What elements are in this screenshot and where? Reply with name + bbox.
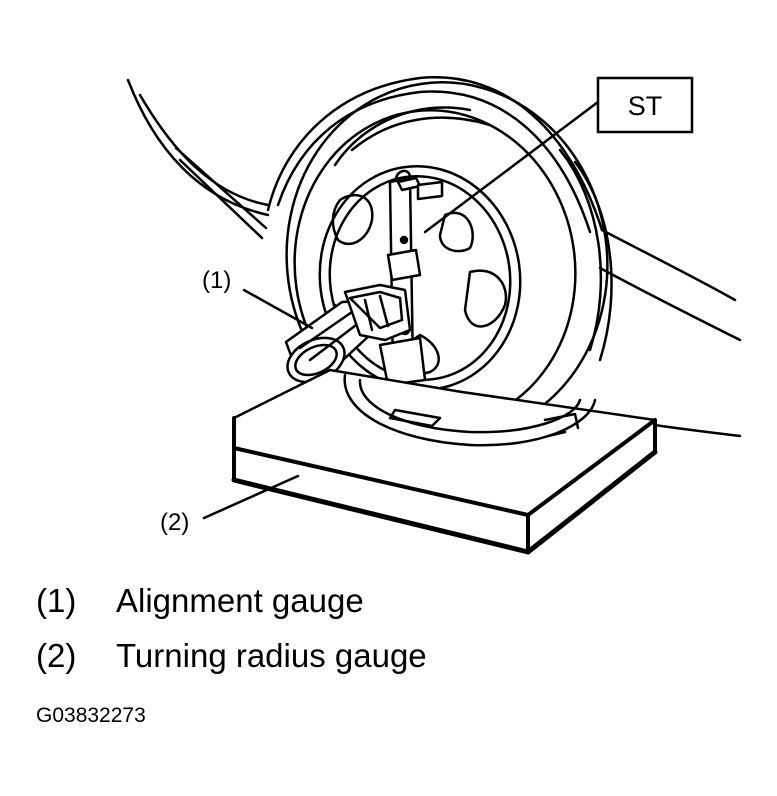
car-body <box>126 76 742 438</box>
legend-item-alignment-gauge: (1) Alignment gauge <box>36 582 364 620</box>
figure-id: G03832273 <box>36 704 146 727</box>
st-fixture <box>378 169 444 387</box>
legend-text: Turning radius gauge <box>116 637 427 674</box>
leader-line-1 <box>242 288 314 330</box>
st-leader-line <box>423 100 600 234</box>
legend-item-turning-radius-gauge: (2) Turning radius gauge <box>36 637 427 675</box>
legend-number: (1) <box>36 582 77 619</box>
callout-1: (1) <box>202 267 231 294</box>
st-label: ST <box>628 91 663 121</box>
st-label-box <box>596 76 694 134</box>
legend-number: (2) <box>36 637 77 674</box>
leader-line-2 <box>202 474 300 520</box>
turning-radius-gauge <box>231 368 658 555</box>
legend-text: Alignment gauge <box>116 582 364 619</box>
callout-2: (2) <box>160 509 189 536</box>
